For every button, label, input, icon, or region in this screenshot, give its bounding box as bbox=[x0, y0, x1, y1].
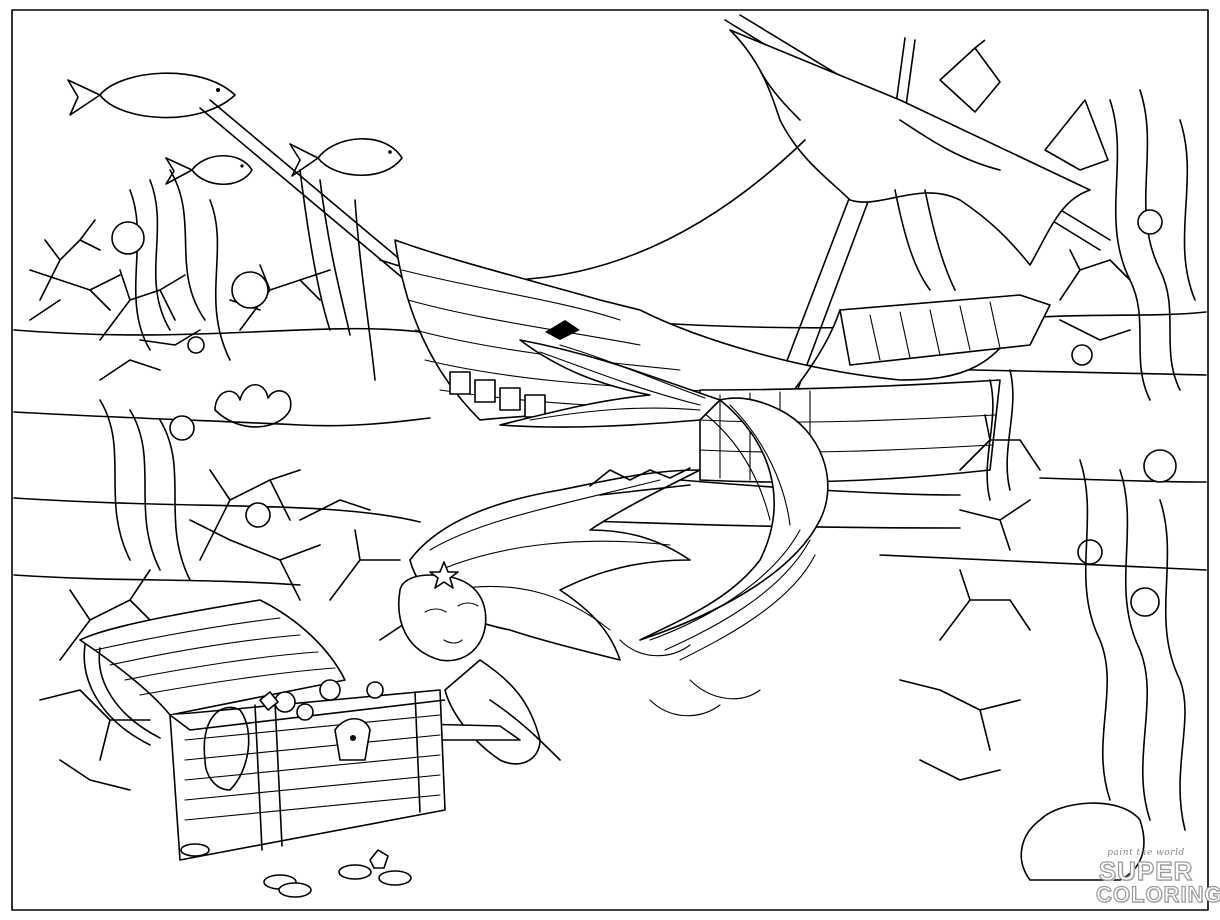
watermark-tagline: paint the world bbox=[1107, 848, 1185, 858]
fish bbox=[1045, 100, 1108, 170]
watermark-brand-line-1: SUPER bbox=[1098, 856, 1194, 886]
mermaid bbox=[399, 340, 828, 764]
fish bbox=[290, 139, 402, 176]
shipwreck bbox=[200, 15, 1110, 482]
left-reef bbox=[30, 170, 440, 790]
treasure-chest bbox=[80, 600, 445, 897]
watermark-brand-line-2: COLORING bbox=[1095, 882, 1220, 907]
seafloor-details bbox=[590, 468, 690, 495]
fish-school bbox=[68, 40, 1108, 184]
page-frame bbox=[12, 10, 1208, 910]
right-reef bbox=[900, 90, 1195, 880]
super-coloring-logo: paint the world SUPER COLORING bbox=[1095, 848, 1220, 907]
fish bbox=[68, 73, 235, 117]
seabed-bands bbox=[14, 312, 1206, 585]
fish bbox=[940, 40, 1000, 112]
fish bbox=[166, 156, 252, 185]
